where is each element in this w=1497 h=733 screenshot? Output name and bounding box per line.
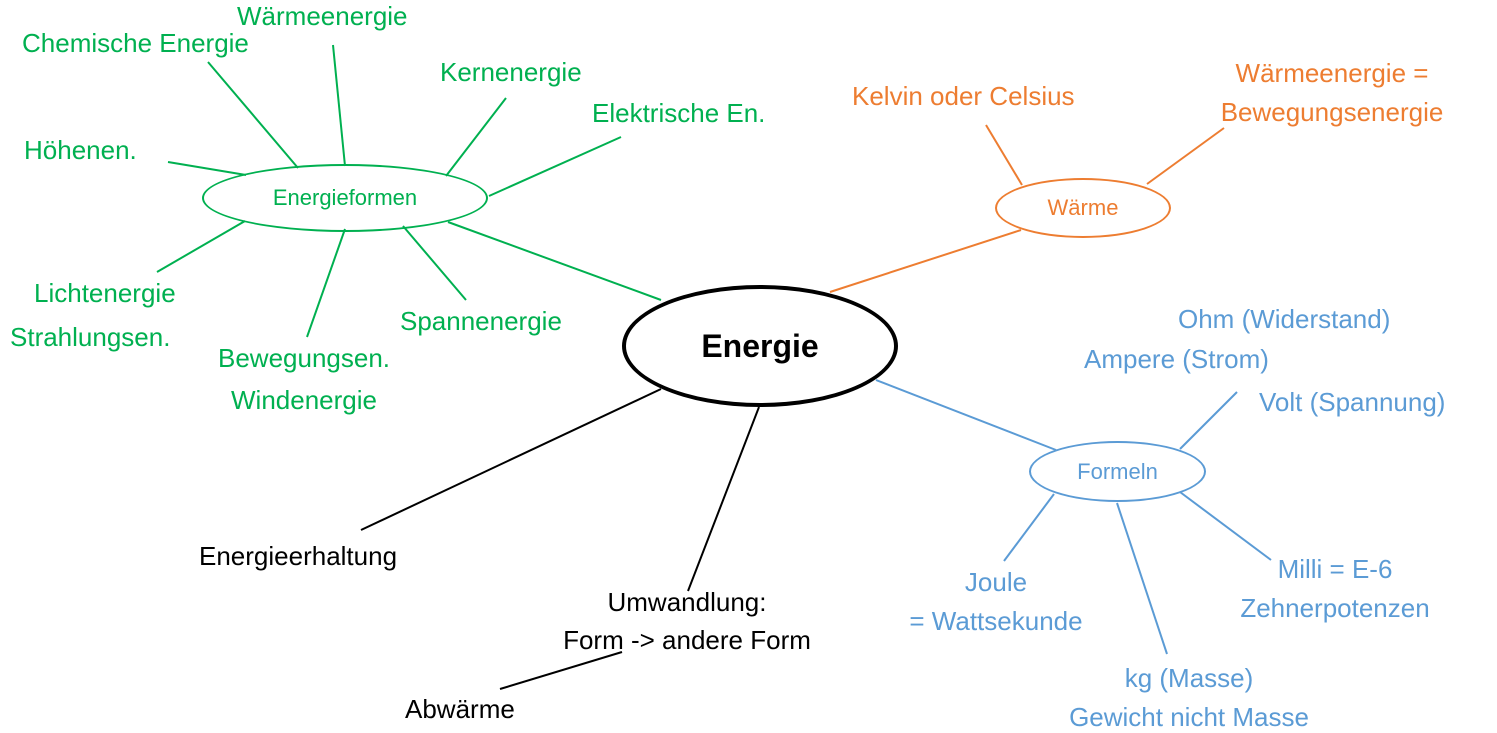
label-waermeenergie: Wärmeenergie	[237, 1, 408, 31]
label-wattsekunde: = Wattsekunde	[909, 606, 1083, 636]
line-volt	[1179, 391, 1238, 450]
center-node: Energie	[622, 285, 898, 407]
line-kernenergie	[445, 97, 507, 177]
line-kg	[1116, 502, 1168, 655]
line-abwaerme	[499, 651, 623, 690]
line-chemische	[207, 61, 299, 169]
line-energieformen-center	[447, 221, 662, 301]
label-waermeenergie-gleich: Wärmeenergie =	[1235, 58, 1429, 88]
line-energieerhaltung	[360, 388, 662, 531]
label-strahlungsenergie: Strahlungsen.	[10, 322, 171, 352]
label-elektrische: Elektrische En.	[592, 98, 766, 128]
line-hoehen	[167, 161, 247, 176]
line-kelvin	[985, 124, 1023, 186]
formeln-node: Formeln	[1029, 441, 1206, 502]
label-volt: Volt (Spannung)	[1259, 387, 1446, 417]
label-ohm: Ohm (Widerstand)	[1178, 304, 1391, 334]
label-zehnerpotenzen: Zehnerpotenzen	[1240, 593, 1430, 623]
energieformen-node: Energieformen	[202, 164, 488, 232]
line-formeln-center	[875, 379, 1057, 451]
label-spannenergie: Spannenergie	[400, 306, 562, 336]
label-form-andere-form: Form -> andere Form	[563, 625, 811, 655]
line-waermeenergie	[332, 44, 346, 167]
label-bewegungsenergie: Bewegungsen.	[217, 343, 391, 373]
label-gewicht-nicht-masse: Gewicht nicht Masse	[1069, 702, 1309, 732]
label-kernenergie: Kernenergie	[440, 57, 582, 87]
label-joule: Joule	[964, 567, 1028, 597]
line-spannenergie	[402, 225, 467, 301]
line-elektrische	[488, 136, 622, 197]
line-licht	[156, 220, 246, 273]
line-joule	[1003, 493, 1055, 562]
line-waerme-center	[829, 229, 1022, 293]
label-energieerhaltung: Energieerhaltung	[199, 541, 398, 571]
line-bewegung	[306, 228, 346, 338]
label-ampere: Ampere (Strom)	[1084, 344, 1269, 374]
formeln-label: Formeln	[1077, 458, 1158, 484]
line-umwandlung	[687, 406, 760, 592]
line-milli	[1179, 491, 1272, 561]
label-umwandlung: Umwandlung:	[607, 587, 767, 617]
label-kg-masse: kg (Masse)	[1124, 663, 1254, 693]
label-lichtenergie: Lichtenergie	[34, 278, 176, 308]
waerme-node: Wärme	[995, 178, 1171, 238]
label-windenergie: Windenergie	[231, 385, 377, 415]
label-abwaerme: Abwärme	[405, 694, 515, 724]
line-waermeenergie-gleich	[1146, 127, 1225, 185]
waerme-label: Wärme	[1047, 195, 1119, 220]
center-label: Energie	[701, 327, 819, 364]
label-bewegungsenergie-orange: Bewegungsenergie	[1220, 97, 1444, 127]
energieformen-label: Energieformen	[272, 185, 418, 210]
label-kelvin-celsius: Kelvin oder Celsius	[852, 81, 1075, 111]
label-milli: Milli = E-6	[1277, 554, 1393, 584]
label-hoehenenergie: Höhenen.	[24, 135, 137, 165]
label-chemische-energie: Chemische Energie	[22, 28, 249, 58]
